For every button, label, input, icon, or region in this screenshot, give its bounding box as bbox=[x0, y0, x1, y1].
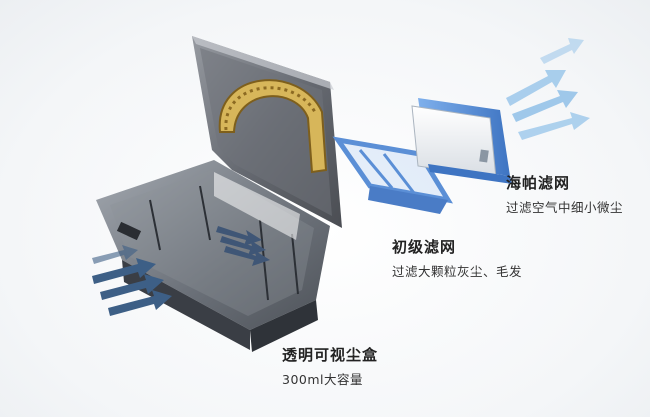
handle-arch bbox=[218, 79, 328, 174]
prefilter-title: 初级滤网 bbox=[392, 238, 457, 256]
hepa-filter-desc: 过滤空气中细小微尘 bbox=[506, 200, 624, 215]
airflow-arrows-left bbox=[92, 245, 172, 316]
hepa-filter-label: 海帕滤网 过滤空气中细小微尘 bbox=[506, 172, 623, 216]
prefilter-desc: 过滤大颗粒灰尘、毛发 bbox=[392, 264, 523, 279]
dustbox-label: 透明可视尘盒 300ml大容量 bbox=[282, 344, 378, 388]
dustbox-body bbox=[96, 160, 330, 352]
prefilter-label: 初级滤网 过滤大颗粒灰尘、毛发 bbox=[392, 236, 522, 280]
dustbox-desc: 300ml大容量 bbox=[282, 372, 364, 387]
airflow-arrows-inner bbox=[216, 226, 270, 266]
dustbox-title: 透明可视尘盒 bbox=[282, 346, 379, 364]
hepa-filter bbox=[411, 98, 512, 184]
hepa-filter-title: 海帕滤网 bbox=[506, 174, 571, 192]
airflow-arrows-right bbox=[506, 38, 590, 140]
